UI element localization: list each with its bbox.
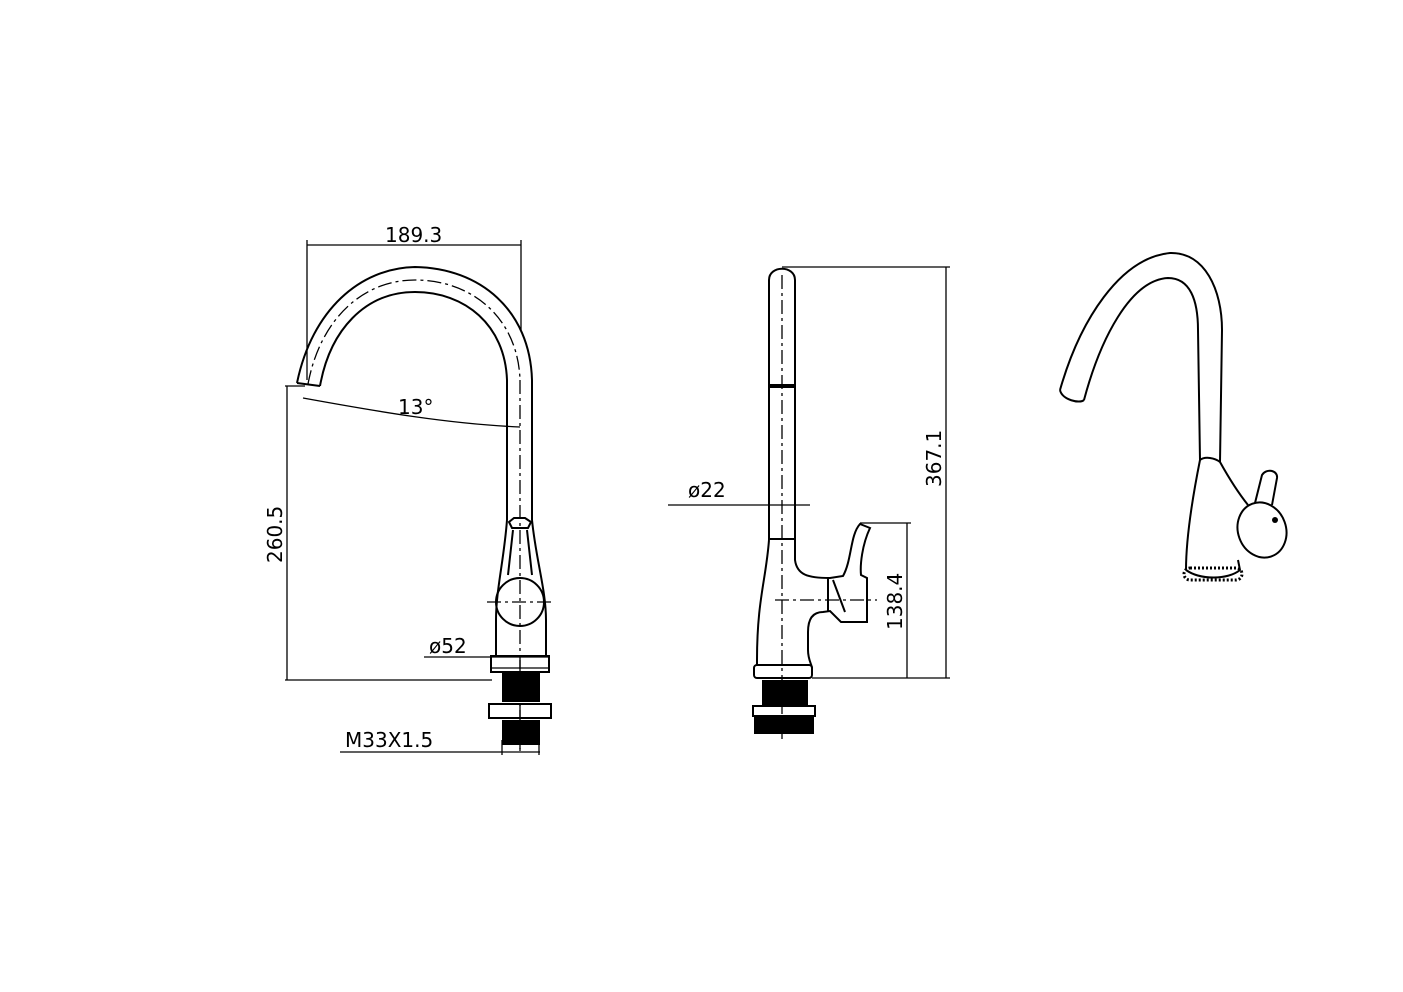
side-view: 367.1 138.4 ø22 (668, 266, 950, 742)
spout-front (296, 265, 533, 520)
angle-dim-label: 13° (398, 395, 433, 419)
total-height-dim-label: 367.1 (922, 430, 946, 487)
base-ring-side (753, 664, 813, 679)
tube-side (768, 267, 796, 540)
handle-3d (1236, 501, 1288, 559)
perspective-view (1059, 251, 1288, 582)
body-front (487, 517, 555, 750)
body-side (756, 539, 770, 665)
handle-height-dim-label: 138.4 (883, 573, 907, 630)
width-dim-label: 189.3 (385, 223, 442, 247)
base-diameter-dim-label: ø52 (429, 634, 467, 658)
dimensions-side: 367.1 138.4 ø22 (668, 266, 950, 679)
thread-dim-label: M33X1.5 (345, 728, 433, 752)
front-view: 189.3 13° 260.5 ø52 M33X1.5 (263, 223, 555, 755)
thread-stem (502, 672, 540, 702)
dimensions-front: 189.3 13° 260.5 ø52 M33X1.5 (263, 223, 549, 755)
spout-height-dim-label: 260.5 (263, 506, 287, 563)
tube-diameter-dim-label: ø22 (688, 478, 726, 502)
